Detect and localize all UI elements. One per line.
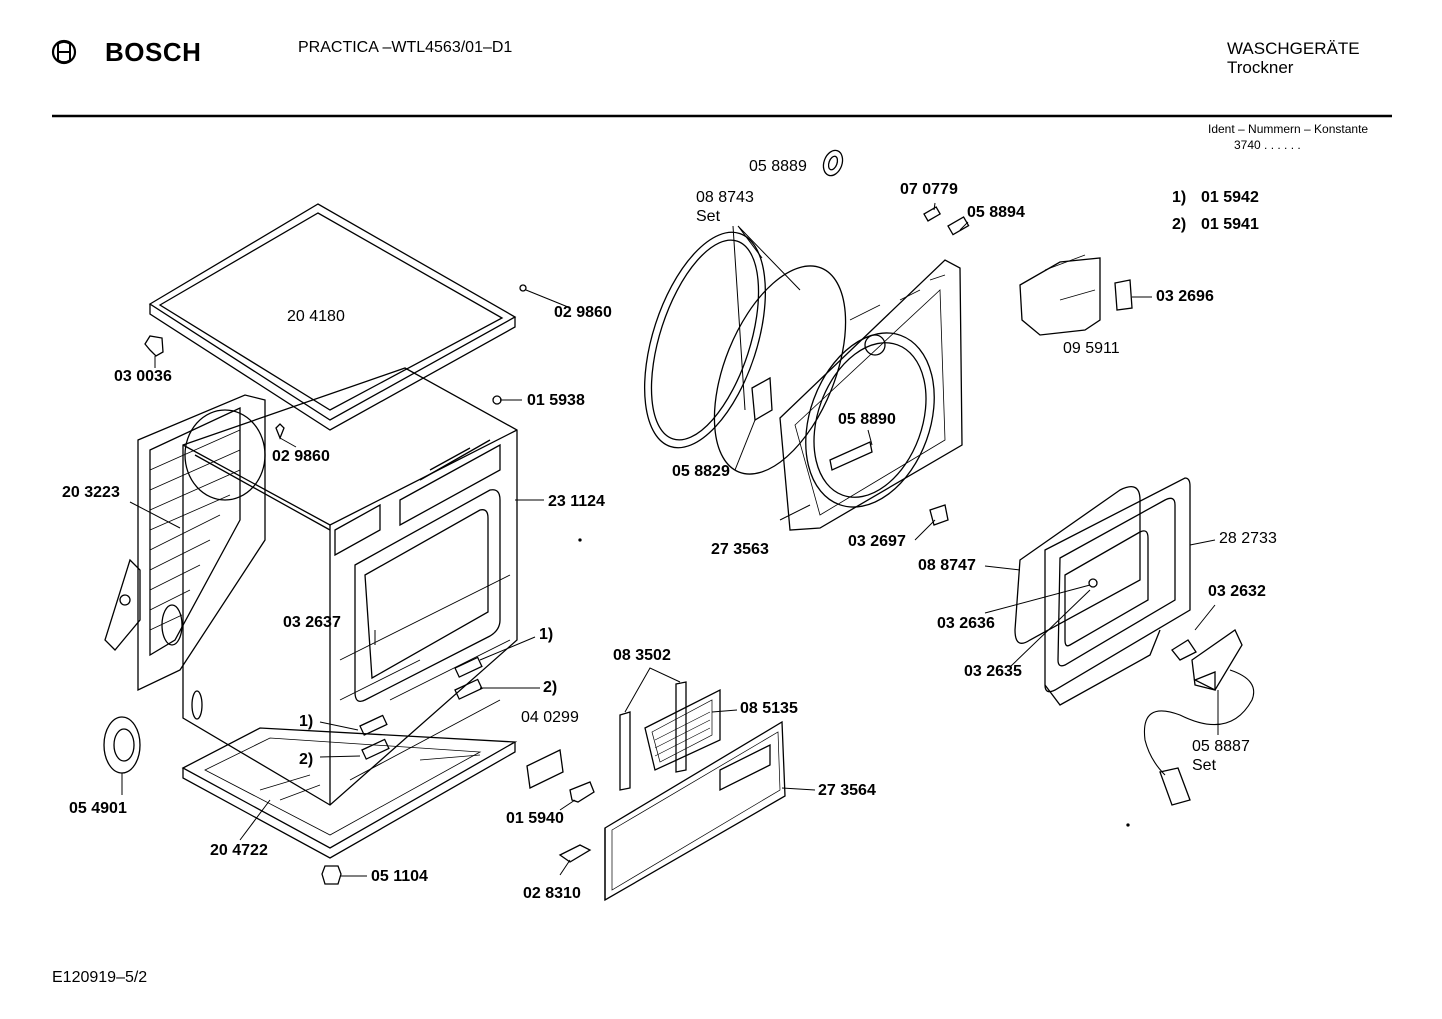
part-label: 03 2637 — [283, 614, 341, 631]
part-label: 03 0036 — [114, 368, 172, 385]
part-label: 02 9860 — [554, 304, 612, 321]
part-label: 20 4722 — [210, 842, 268, 859]
part-label: 08 3502 — [613, 647, 671, 664]
part-label: 27 3564 — [818, 782, 876, 799]
part-label: 02 9860 — [272, 448, 330, 465]
part-label: 05 8894 — [967, 204, 1025, 221]
variant-marker: 2) — [299, 751, 314, 768]
variant-marker: 1) — [299, 713, 314, 730]
variant-marker: 1) — [539, 626, 554, 643]
variant-key-1: 1) — [1172, 189, 1187, 206]
part-label: 20 4180 — [287, 308, 345, 325]
part-label: 02 8310 — [523, 885, 581, 902]
part-label: 05 8889 — [749, 158, 807, 175]
variant-part-1: 01 5942 — [1201, 189, 1259, 206]
part-label: 03 2636 — [937, 615, 995, 632]
variant-part-2: 01 5941 — [1201, 216, 1259, 233]
part-label: 01 5940 — [506, 810, 564, 827]
ident-value: 3740 . . . . . . — [1234, 138, 1301, 152]
brand-name: BOSCH — [105, 37, 202, 67]
part-label: 03 2697 — [848, 533, 906, 550]
control-panel-drawing — [526, 681, 786, 902]
part-label: 03 2696 — [1156, 288, 1214, 305]
part-label: 05 8887 — [1192, 738, 1250, 755]
document-id: E120919–5/2 — [52, 969, 148, 986]
door-assembly-drawing — [1014, 477, 1255, 827]
part-label: 03 2632 — [1208, 583, 1266, 600]
part-label: 08 8747 — [918, 557, 976, 574]
part-label: Set — [1192, 757, 1217, 774]
drum-rear-assembly-drawing — [643, 149, 1133, 531]
category-line1: WASCHGERÄTE — [1227, 39, 1360, 58]
part-label: 09 5911 — [1063, 340, 1120, 357]
part-label: 05 1104 — [371, 868, 428, 885]
bosch-logo-icon — [51, 39, 77, 65]
part-label: 28 2733 — [1219, 530, 1277, 547]
part-label: 08 8743 — [696, 189, 754, 206]
part-label: 20 3223 — [62, 484, 120, 501]
part-label: 05 4901 — [69, 800, 127, 817]
part-label: 01 5938 — [527, 392, 585, 409]
leader-lines — [121, 202, 1219, 877]
part-label: 07 0779 — [900, 181, 958, 198]
model-title: PRACTICA –WTL4563/01–D1 — [298, 39, 513, 56]
part-label: 05 8829 — [672, 463, 730, 480]
part-label: 03 2635 — [964, 663, 1022, 680]
ident-label: Ident – Nummern – Konstante — [1208, 122, 1369, 136]
variant-marker: 2) — [543, 679, 558, 696]
part-label: Set — [696, 208, 721, 225]
part-label: 04 0299 — [521, 709, 579, 726]
variant-key-2: 2) — [1172, 216, 1187, 233]
part-label: 27 3563 — [711, 541, 769, 558]
cabinet-assembly-drawing — [103, 203, 582, 885]
category-line2: Trockner — [1227, 58, 1294, 77]
part-label: 08 5135 — [740, 700, 798, 717]
part-label: 05 8890 — [838, 411, 896, 428]
part-label: 23 1124 — [548, 493, 605, 510]
